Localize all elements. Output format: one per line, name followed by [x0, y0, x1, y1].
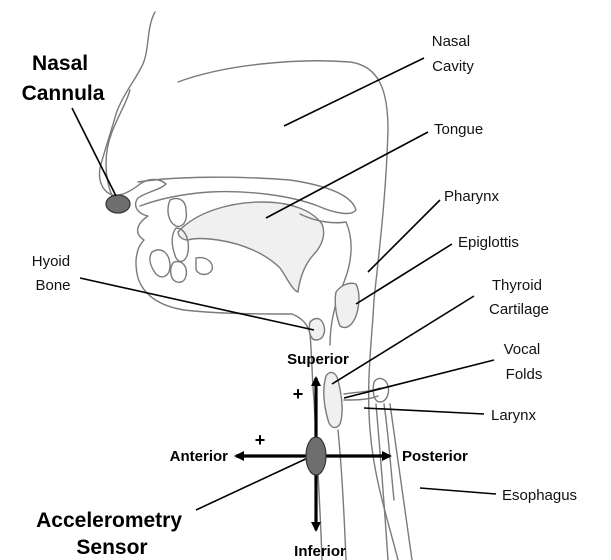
leader-pharynx — [368, 200, 440, 272]
axis-label-anterior: Anterior — [170, 448, 229, 465]
leader-nasal-cannula — [72, 108, 116, 196]
axis-label-posterior: Posterior — [402, 448, 468, 465]
label-nasal-cannula-line2: Cannula — [22, 82, 105, 105]
leader-hyoid-bone — [80, 278, 314, 330]
label-vocal-folds: Vocal Folds — [504, 341, 545, 383]
cannula-tube — [106, 90, 130, 196]
leader-larynx — [364, 408, 484, 414]
face-profile-outline — [99, 12, 322, 560]
label-hyoid-bone-line1: Hyoid — [32, 253, 70, 270]
leader-vocal-folds — [344, 360, 494, 398]
axis-plus-anterior: + — [255, 430, 266, 450]
label-nasal-cavity-line2: Cavity — [432, 58, 474, 75]
leader-tongue — [266, 132, 428, 218]
direction-axes — [236, 378, 390, 530]
label-accelerometry-sensor-line2: Sensor — [76, 536, 147, 559]
label-nasal-cannula: Nasal Cannula — [22, 52, 105, 105]
accelerometry-sensor-marker — [306, 437, 326, 475]
label-nasal-cavity-line1: Nasal — [432, 33, 470, 50]
label-thyroid-cartilage-line1: Thyroid — [492, 277, 542, 294]
trachea-outline — [338, 404, 388, 560]
axis-plus-superior: + — [293, 384, 304, 404]
thyroid-cartilage-shape — [324, 373, 342, 428]
label-hyoid-bone: Hyoid Bone — [32, 253, 75, 294]
axis-label-superior: Superior — [287, 351, 349, 368]
leader-esophagus — [420, 488, 496, 494]
label-pharynx: Pharynx — [444, 188, 500, 205]
label-tongue: Tongue — [434, 121, 483, 138]
leader-nasal-cavity — [284, 58, 424, 126]
leader-lines — [72, 58, 496, 510]
lower-teeth — [150, 250, 212, 282]
label-thyroid-cartilage: Thyroid Cartilage — [489, 277, 549, 318]
axis-label-inferior: Inferior — [294, 543, 346, 560]
label-larynx: Larynx — [491, 407, 537, 424]
head-neck-sketch — [99, 12, 412, 560]
label-hyoid-bone-line2: Bone — [35, 277, 70, 294]
label-vocal-folds-line2: Folds — [506, 366, 543, 383]
esophagus-outline — [384, 404, 412, 560]
cannula-tip — [106, 195, 130, 213]
back-head-outline — [178, 61, 398, 560]
label-vocal-folds-line1: Vocal — [504, 341, 541, 358]
label-accelerometry-sensor-line1: Accelerometry — [36, 509, 182, 532]
label-epiglottis: Epiglottis — [458, 234, 519, 251]
label-nasal-cannula-line1: Nasal — [32, 52, 88, 75]
label-nasal-cavity: Nasal Cavity — [432, 33, 475, 75]
label-esophagus: Esophagus — [502, 487, 577, 504]
label-thyroid-cartilage-line2: Cartilage — [489, 301, 549, 318]
leader-epiglottis — [356, 244, 452, 304]
labels: Nasal Cannula Nasal Cavity Tongue Pharyn… — [22, 33, 577, 560]
epiglottis-shape — [335, 283, 359, 327]
label-accelerometry-sensor: Accelerometry Sensor — [36, 509, 188, 559]
